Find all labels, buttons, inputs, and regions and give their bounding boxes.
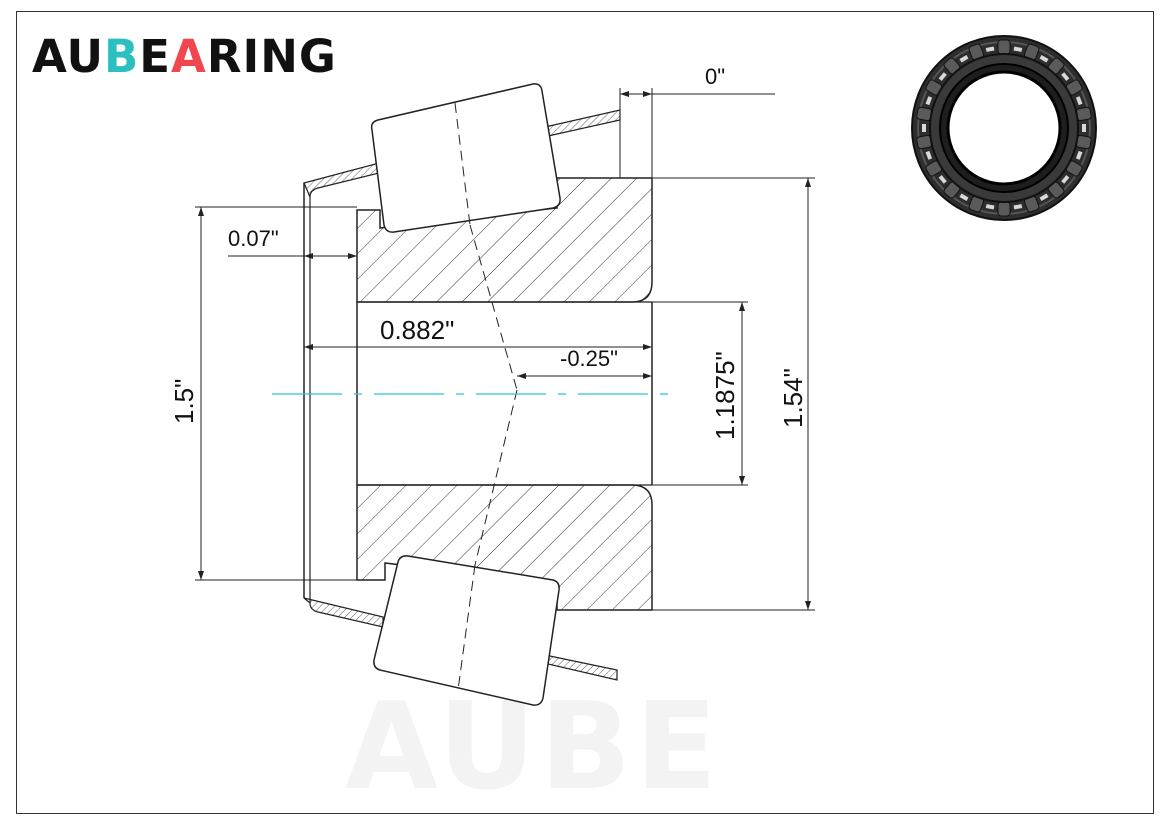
bearing-cage-window [938, 72, 947, 81]
bearing-cage-window [985, 204, 995, 210]
dim-bore: 1.1875" [710, 351, 740, 440]
bearing-cage-window [1013, 46, 1023, 52]
cage-lower-right [544, 654, 618, 681]
bearing-cage-window [1039, 193, 1049, 202]
logo-part-b: B [103, 30, 140, 83]
bearing-cage-window [1013, 204, 1023, 210]
logo-part-a: A [171, 30, 207, 83]
bearing-roller [997, 201, 1011, 217]
dim-cone-back-face: 0.07" [228, 226, 279, 251]
bearing-cage-window [1082, 124, 1086, 132]
bearing-cage-window [925, 150, 933, 160]
aubearing-logo: AUBEARING [32, 34, 337, 79]
bearing-cage-window [1039, 54, 1049, 63]
bearing-cage-window [938, 175, 947, 184]
cage-lower [303, 597, 384, 628]
bearing-cage-window [1061, 175, 1070, 184]
bearing-cage-window [985, 46, 995, 52]
bearing-cage-window [959, 54, 969, 63]
drawing-frame [16, 11, 1154, 814]
logo-part-e: E [139, 30, 172, 83]
roller-upper [370, 83, 561, 233]
dim-total-width: 0.882" [380, 315, 454, 345]
bearing-cage-window [922, 124, 926, 132]
bearing-cage-window [959, 193, 969, 202]
logo-part-ring: RING [206, 30, 337, 83]
bearing-cage-window [1061, 72, 1070, 81]
logo-part-au: AU [32, 30, 104, 83]
dim-effective-center: -0.25" [560, 346, 618, 371]
cage-upper [303, 161, 384, 198]
dim-outer-height: 1.5" [169, 379, 199, 424]
bearing-cage-window [1075, 96, 1083, 106]
bearing-cage-window [925, 96, 933, 106]
tapered-roller-bearing-icon [911, 35, 1097, 221]
cage-upper-right [544, 109, 621, 137]
dim-outer-diameter: 1.54" [778, 368, 808, 428]
bearing-cage-window [1075, 150, 1083, 160]
bearing-roller [997, 39, 1011, 55]
dim-cup-offset: 0" [705, 64, 725, 89]
